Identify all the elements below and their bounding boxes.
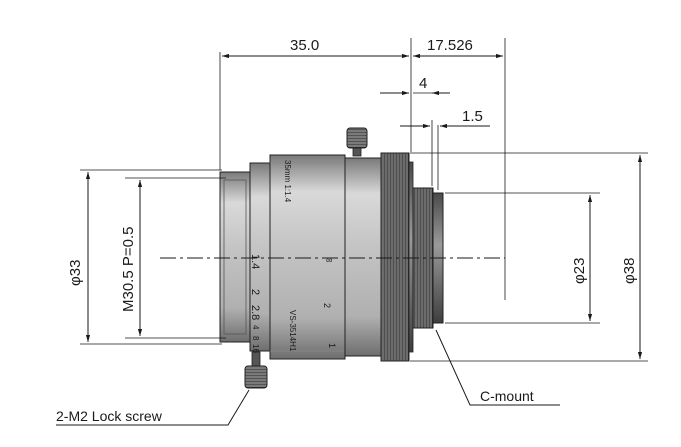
focal-length-label: 35mm 1:1.4 [283,160,292,203]
front-ring-inner [223,179,247,335]
dim-flange-back: 17.526 [427,37,473,54]
model-label: VS-3514H1 [288,310,297,352]
lens-body [160,127,505,389]
aperture-8: 8 [251,336,260,341]
dimension-lines [56,38,648,426]
dim-mount-step: 1.5 [462,108,483,125]
distance-1: 1 [327,343,337,348]
aperture-4: 4 [251,325,260,330]
lock-screw-label: 2-M2 Lock screw [56,408,163,424]
c-mount-label: C-mount [480,388,534,404]
distance-infinity: ∞ [326,255,332,265]
aperture-16: 16 [251,344,260,353]
dim-thread-spec: M30.5 P=0.5 [120,227,137,312]
lock-screw-top [346,127,368,157]
dim-total-length: 35.0 [290,37,319,54]
c-mount-leader [435,329,560,406]
aperture-2-8: 2.8 [249,305,261,320]
dim-inner-diameter: φ23 [571,258,588,284]
front-ring [219,171,251,343]
aperture-1-4: 1.4 [249,254,261,269]
lock-screw-leader [56,389,250,426]
aperture-2: 2 [249,289,261,295]
dim-outer-diameter: φ33 [67,260,84,286]
lock-screw-bottom [244,351,268,389]
dim-mount-depth: 4 [419,75,427,92]
distance-2: 2 [322,303,332,308]
dimension-labels: 35.0 17.526 4 1.5 φ33 M30.5 P=0.5 φ23 φ3… [56,37,638,424]
focus-barrel [344,157,382,357]
dim-max-diameter: φ38 [621,258,638,284]
barrel-engravings: 35mm 1:1.4 VS-3514H1 ∞ 2 1 1.4 2 2.8 4 8… [249,160,337,353]
knurled-ring [380,152,410,362]
main-barrel [269,154,346,360]
